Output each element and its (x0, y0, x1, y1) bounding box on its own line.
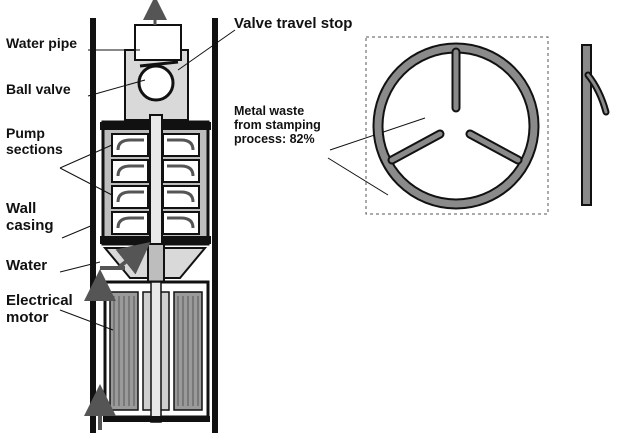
ball-valve-housing (124, 49, 189, 121)
label-water: Water (6, 257, 48, 274)
intake-section (100, 242, 208, 293)
label-wall-casing: Wall casing (6, 200, 54, 235)
label-electrical-motor-line2: motor (6, 308, 49, 326)
label-pump-sections: Pump sections (6, 125, 63, 157)
label-pump-sections-line2: sections (6, 140, 63, 157)
label-water-pipe: Water pipe (6, 35, 78, 51)
label-wall-casing-line2: casing (6, 216, 54, 234)
electrical-motor (84, 269, 210, 430)
label-metal-waste-line2: from stamping (234, 118, 321, 132)
pump-sections (100, 114, 211, 246)
label-metal-waste-line3: process: 82% (234, 132, 315, 146)
ball-valve-ball (137, 64, 175, 102)
label-metal-waste: Metal waste from stamping process: 82% (234, 104, 321, 146)
valve-stop-detail (365, 36, 549, 215)
valve-stop-side-view (581, 44, 610, 206)
label-electrical-motor: Electrical motor (6, 292, 73, 327)
label-wall-casing-line1: Wall (6, 200, 37, 217)
label-pump-sections-line1: Pump (6, 125, 45, 141)
label-valve-travel-stop: Valve travel stop (234, 15, 353, 32)
water-pipe (134, 0, 182, 66)
label-metal-waste-line1: Metal waste (234, 104, 305, 118)
label-electrical-motor-line1: Electrical (6, 292, 73, 309)
label-ball-valve: Ball valve (6, 81, 71, 97)
